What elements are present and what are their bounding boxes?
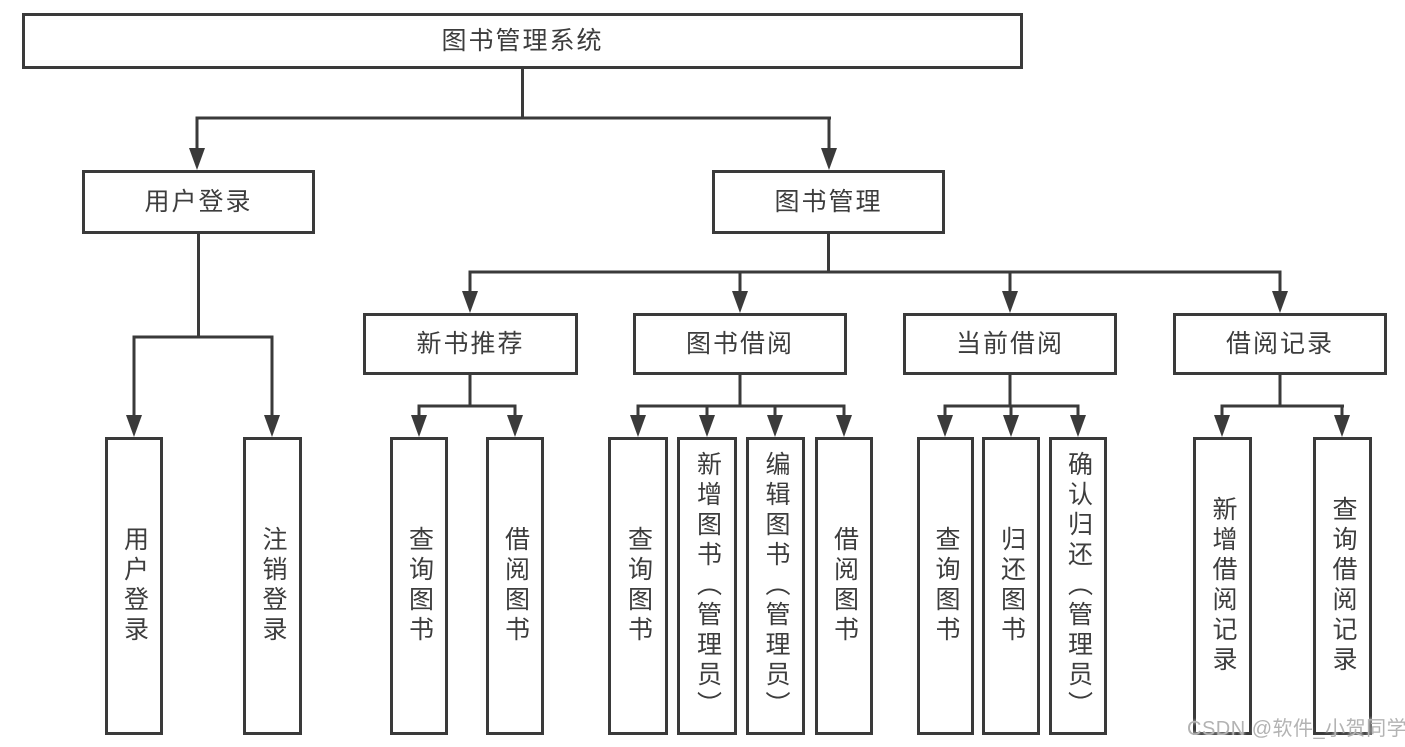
leaf-current-query: 查询图书	[917, 437, 974, 735]
leaf-borrow-query: 查询图书	[608, 437, 668, 735]
leaf-records-query: 查询借阅记录	[1313, 437, 1372, 735]
node-book-borrow: 图书借阅	[633, 313, 847, 375]
node-user-login-label: 用户登录	[144, 187, 253, 216]
leaf-borrow-add-admin-label: 新增图书（管理员）	[693, 451, 722, 721]
leaf-borrow-add-admin: 新增图书（管理员）	[677, 437, 737, 735]
node-borrow-records-label: 借阅记录	[1225, 329, 1334, 358]
leaf-newbook-borrow-label: 借阅图书	[501, 526, 530, 646]
leaf-current-confirm-admin: 确认归还（管理员）	[1049, 437, 1107, 735]
arrowheads	[126, 148, 1350, 437]
leaf-borrow-query-label: 查询图书	[624, 526, 653, 646]
leaf-borrow-edit-admin: 编辑图书（管理员）	[746, 437, 805, 735]
leaf-newbook-query-label: 查询图书	[405, 526, 434, 646]
leaf-current-query-label: 查询图书	[932, 526, 960, 646]
watermark: CSDN @软件_小贺同学	[1187, 718, 1405, 740]
leaf-newbook-borrow: 借阅图书	[486, 437, 544, 735]
leaf-records-add-label: 新增借阅记录	[1209, 496, 1237, 676]
leaf-borrow-edit-admin-label: 编辑图书（管理员）	[762, 451, 790, 721]
node-root: 图书管理系统	[22, 13, 1023, 69]
leaf-current-return-label: 归还图书	[997, 526, 1026, 646]
node-new-book-recommend: 新书推荐	[363, 313, 578, 375]
node-current-borrow-label: 当前借阅	[955, 329, 1064, 358]
leaf-current-return: 归还图书	[982, 437, 1040, 735]
node-borrow-records: 借阅记录	[1173, 313, 1387, 375]
leaf-current-confirm-admin-label: 确认归还（管理员）	[1064, 451, 1093, 721]
leaf-records-query-label: 查询借阅记录	[1329, 496, 1357, 676]
leaf-records-add: 新增借阅记录	[1193, 437, 1252, 735]
node-user-login: 用户登录	[82, 170, 315, 234]
node-book-management: 图书管理	[712, 170, 945, 234]
leaf-user-login-label: 用户登录	[120, 526, 149, 646]
node-new-book-recommend-label: 新书推荐	[416, 329, 525, 358]
leaf-newbook-query: 查询图书	[390, 437, 448, 735]
node-book-borrow-label: 图书借阅	[685, 329, 794, 358]
node-book-management-label: 图书管理	[774, 187, 883, 216]
node-current-borrow: 当前借阅	[903, 313, 1117, 375]
node-root-label: 图书管理系统	[441, 26, 604, 55]
leaf-borrow-borrow-label: 借阅图书	[830, 526, 859, 646]
leaf-logout-label: 注销登录	[259, 526, 287, 646]
leaf-logout: 注销登录	[243, 437, 302, 735]
leaf-borrow-borrow: 借阅图书	[815, 437, 873, 735]
leaf-user-login: 用户登录	[105, 437, 163, 735]
